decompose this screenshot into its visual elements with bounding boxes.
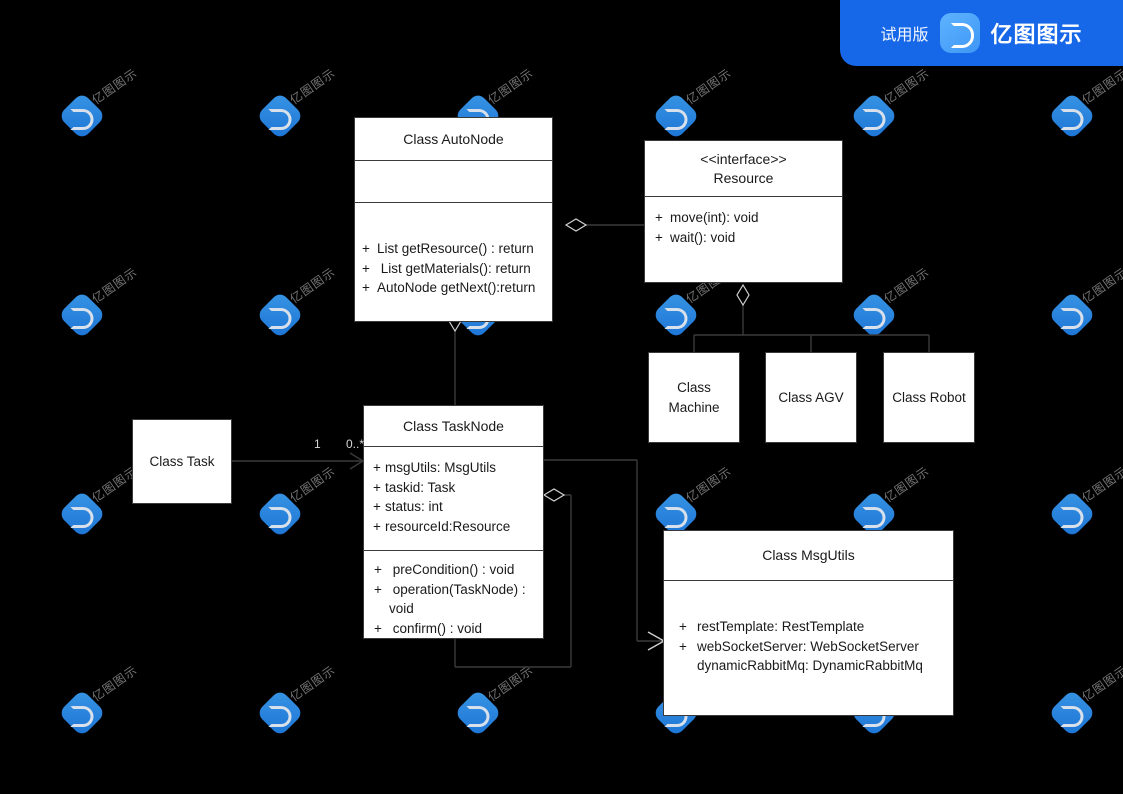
member-text: restTemplate: RestTemplate <box>697 619 865 634</box>
class-title-autonode: Class AutoNode <box>403 130 504 147</box>
visibility-marker <box>669 656 697 676</box>
class-title-tasknode: Class TaskNode <box>403 417 504 434</box>
multiplicity-task-end: 1 <box>314 437 321 451</box>
visibility-marker: + <box>362 280 370 296</box>
visibility-marker: + <box>374 581 382 597</box>
member-row: + AutoNode getNext():return <box>355 278 552 298</box>
visibility-marker: + <box>373 499 381 515</box>
visibility-marker: + <box>679 619 687 634</box>
member-text: confirm() : void <box>389 620 483 636</box>
visibility-marker: + <box>655 229 663 245</box>
class-box-resource[interactable]: <<interface>> Resource + move(int): void… <box>644 140 843 283</box>
member-text: wait(): void <box>670 229 736 245</box>
member-row: + webSocketServer: WebSocketServer <box>669 637 953 657</box>
class-box-agv[interactable]: Class AGV <box>765 352 857 443</box>
member-text: move(int): void <box>670 210 759 225</box>
multiplicity-tasknode-end: 0..* <box>346 437 365 451</box>
visibility-marker: + <box>679 638 687 654</box>
class-box-task[interactable]: Class Task <box>132 419 232 504</box>
aggregation-diamond-selfloop <box>542 488 566 502</box>
member-text: List getMaterials(): return <box>377 260 531 276</box>
visibility-marker: + <box>373 479 381 495</box>
member-row: + move(int): void <box>648 208 842 228</box>
visibility-marker: + <box>362 241 370 256</box>
member-row: dynamicRabbitMq: DynamicRabbitMq <box>669 656 953 676</box>
member-text: AutoNode getNext():return <box>377 280 536 296</box>
class-title-machine: Class Machine <box>668 379 720 415</box>
member-text: dynamicRabbitMq: DynamicRabbitMq <box>697 658 923 674</box>
visibility-marker: + <box>373 518 381 534</box>
interface-name-label: Resource <box>713 169 774 186</box>
member-row: + msgUtils: MsgUtils <box>369 458 543 478</box>
member-row: + restTemplate: RestTemplate <box>669 617 953 637</box>
member-text: List getResource() : return <box>377 241 534 256</box>
class-box-machine[interactable]: Class Machine <box>648 352 740 443</box>
member-text: operation(TaskNode) : void <box>389 581 530 617</box>
visibility-marker: + <box>373 460 381 475</box>
class-box-autonode[interactable]: Class AutoNode + List getResource() : re… <box>354 117 553 322</box>
class-title-task: Class Task <box>149 453 215 469</box>
member-text: webSocketServer: WebSocketServer <box>697 638 919 654</box>
class-methods-tasknode: + preCondition() : void + operation(Task… <box>364 550 543 640</box>
class-box-tasknode[interactable]: Class TaskNode + msgUtils: MsgUtils + ta… <box>363 405 544 639</box>
brand-label: 亿图图示 <box>990 23 1083 48</box>
class-title-agv: Class AGV <box>778 389 844 405</box>
visibility-marker: + <box>362 260 370 276</box>
class-attributes-autonode <box>355 160 552 202</box>
class-attributes-msgutils: + restTemplate: RestTemplate + webSocket… <box>664 580 953 715</box>
member-row: + resourceId:Resource <box>369 517 543 537</box>
member-text: taskid: Task <box>385 479 456 495</box>
class-box-msgutils[interactable]: Class MsgUtils + restTemplate: RestTempl… <box>663 530 954 716</box>
member-text: status: int <box>385 499 443 515</box>
class-title-robot: Class Robot <box>892 389 966 405</box>
member-text: msgUtils: MsgUtils <box>385 460 497 475</box>
stereotype-label: <<interface>> <box>700 150 787 167</box>
aggregation-diamond-resource-bus <box>736 283 750 307</box>
member-row: + operation(TaskNode) : void <box>367 580 543 619</box>
class-box-robot[interactable]: Class Robot <box>883 352 975 443</box>
class-title-msgutils: Class MsgUtils <box>762 547 855 564</box>
visibility-marker: + <box>374 620 382 636</box>
member-text: preCondition() : void <box>389 562 515 577</box>
member-row: + confirm() : void <box>367 619 543 639</box>
member-row: + List getMaterials(): return <box>355 259 552 279</box>
member-row: + preCondition() : void <box>367 560 543 580</box>
member-row: + List getResource() : return <box>355 239 552 259</box>
trial-banner[interactable]: 试用版 亿图图示 <box>840 0 1123 66</box>
trial-label: 试用版 <box>880 25 929 44</box>
class-methods-resource: + move(int): void + wait(): void <box>645 196 842 284</box>
visibility-marker: + <box>655 210 663 225</box>
class-methods-autonode: + List getResource() : return + List get… <box>355 202 552 321</box>
class-attributes-tasknode: + msgUtils: MsgUtils + taskid: Task + st… <box>364 446 543 550</box>
class-title-resource: <<interface>> Resource <box>645 141 842 196</box>
edraw-logo-icon <box>939 13 980 53</box>
aggregation-diamond-autonode-resource <box>564 218 588 232</box>
member-row: + wait(): void <box>648 228 842 248</box>
member-row: + status: int <box>369 497 543 517</box>
visibility-marker: + <box>374 562 382 577</box>
member-row: + taskid: Task <box>369 478 543 498</box>
member-text: resourceId:Resource <box>385 518 511 534</box>
